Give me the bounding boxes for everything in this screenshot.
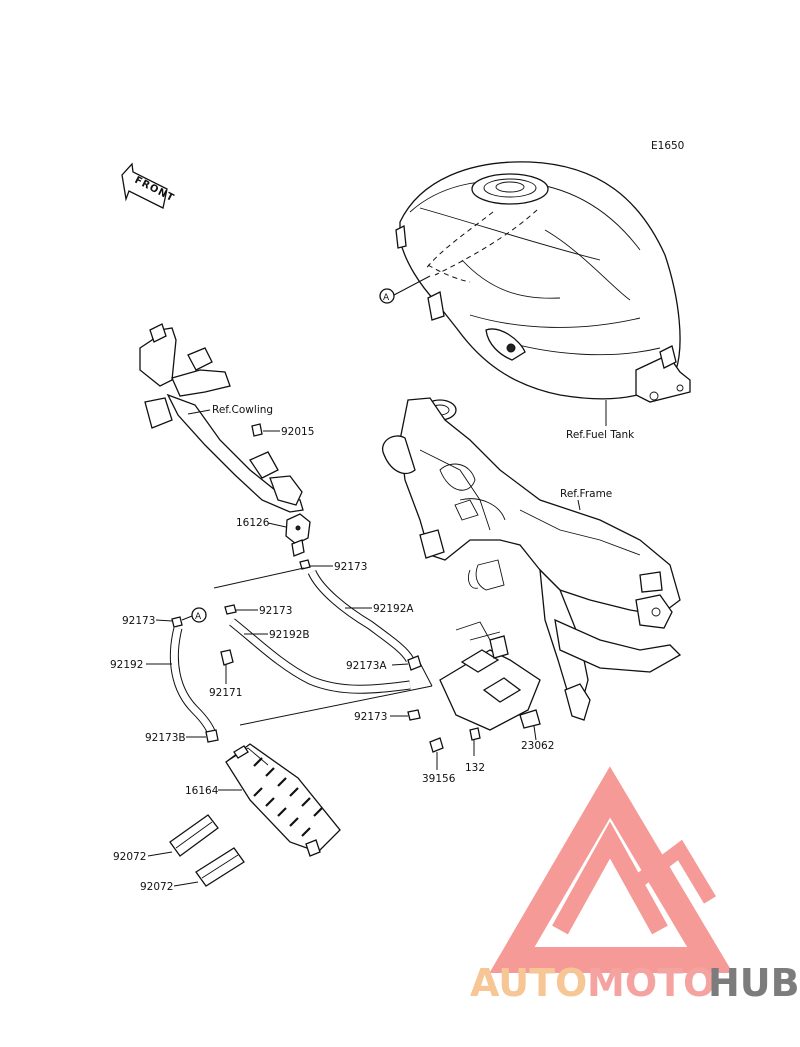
- svg-text:16126: 16126: [236, 517, 270, 529]
- svg-text:23062: 23062: [521, 740, 554, 752]
- svg-text:A: A: [383, 293, 390, 303]
- hose-92192: 92192: [110, 626, 217, 736]
- valve-16126: 16126: [236, 513, 311, 557]
- front-direction-arrow-icon: FRONT: [121, 162, 176, 209]
- bolt-132: 132: [465, 727, 485, 774]
- callout-a-tank: A: [379, 275, 431, 304]
- svg-text:92192: 92192: [110, 659, 143, 671]
- watermark-auto: AUTO: [470, 961, 587, 1005]
- cowling-bracket: [139, 323, 304, 513]
- svg-text:92171: 92171: [209, 687, 242, 699]
- clamp-92173-lower: 92173: [354, 709, 421, 723]
- automotohub-logo: AUTO MOTO HUB: [470, 766, 800, 1005]
- svg-text:92173B: 92173B: [145, 732, 186, 744]
- bracket-23062: 23062: [439, 621, 554, 752]
- band-92072-lower: 92072: [140, 847, 245, 893]
- band-92072-upper: 92072: [113, 814, 219, 863]
- svg-text:92173: 92173: [354, 711, 387, 723]
- bolt-92015: 92015: [251, 423, 314, 438]
- svg-text:92173: 92173: [334, 561, 367, 573]
- clip-39156: 39156: [422, 737, 456, 785]
- svg-text:132: 132: [465, 762, 485, 774]
- fitting-92171: 92171: [209, 649, 242, 699]
- svg-text:92173: 92173: [259, 605, 292, 617]
- watermark-moto: MOTO: [587, 961, 715, 1005]
- svg-text:92015: 92015: [281, 426, 314, 438]
- clamp-92173-left: 92173 A: [122, 607, 207, 628]
- svg-text:16164: 16164: [185, 785, 219, 797]
- svg-text:A: A: [195, 612, 202, 622]
- svg-text:92173A: 92173A: [346, 660, 387, 672]
- fuel-tank: [395, 161, 691, 403]
- hose-92192B: 92192B: [229, 618, 411, 694]
- diagram-code: E1650: [651, 140, 684, 152]
- svg-text:39156: 39156: [422, 773, 456, 785]
- watermark-hub: HUB: [708, 961, 800, 1005]
- svg-text:92173: 92173: [122, 615, 155, 627]
- svg-text:92192B: 92192B: [269, 629, 310, 641]
- clamp-92173A: 92173A: [346, 655, 422, 672]
- ref-cowling-label: Ref.Cowling: [212, 404, 273, 416]
- frame: [382, 397, 682, 721]
- canister-16164: 16164: [185, 743, 341, 857]
- clamp-92173B: 92173B: [145, 729, 219, 744]
- ref-fuel-tank-label: Ref.Fuel Tank: [566, 429, 635, 441]
- hose-92192A: 92192A: [307, 569, 414, 663]
- svg-text:92192A: 92192A: [373, 603, 414, 615]
- svg-text:92072: 92072: [140, 881, 173, 893]
- svg-text:92072: 92072: [113, 851, 146, 863]
- ref-frame-label: Ref.Frame: [560, 488, 612, 500]
- clamp-92173-middle: 92173: [224, 604, 292, 617]
- clamp-92173-upper: 92173: [299, 559, 367, 573]
